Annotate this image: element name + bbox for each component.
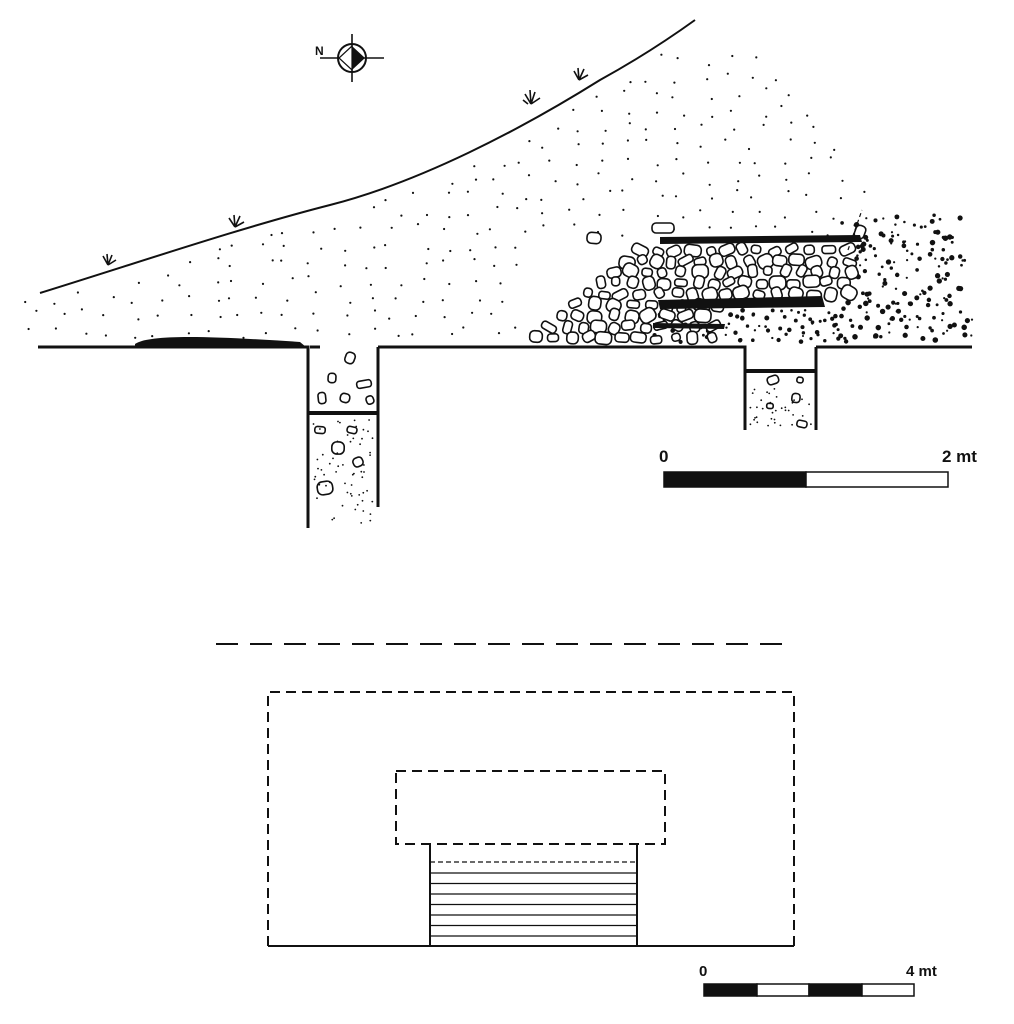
grass-tuft-icon xyxy=(102,253,117,266)
grass-tuft-icon xyxy=(228,214,245,228)
burnt-layer xyxy=(135,337,306,347)
slope-line xyxy=(39,19,696,294)
soil-stipple xyxy=(24,53,974,344)
wall-dashed-edge xyxy=(847,209,863,251)
timber-bands xyxy=(653,235,862,329)
grass-tufts xyxy=(102,67,589,266)
plan-outer-enclosure xyxy=(267,691,795,946)
plan-scale-bar xyxy=(703,983,915,997)
north-arrow-icon xyxy=(320,34,384,82)
plan-scale-end: 4 mt xyxy=(906,963,937,980)
plan-inner-room xyxy=(395,770,666,845)
stone-wall-collapse xyxy=(528,222,867,346)
grass-tuft-icon xyxy=(522,89,541,105)
north-label: N xyxy=(315,44,324,58)
plan-scale-start: 0 xyxy=(699,963,707,980)
section-drawing: N 0 2 mt xyxy=(24,19,977,528)
trench-steps xyxy=(430,872,637,937)
section-scale-bar xyxy=(663,471,949,488)
section-scale-start: 0 xyxy=(659,447,668,466)
ground-line xyxy=(38,345,972,528)
grass-tuft-icon xyxy=(573,67,589,81)
section-scale-end: 2 mt xyxy=(942,447,977,466)
pit-right-fill xyxy=(749,374,812,429)
plan-drawing xyxy=(216,643,795,947)
pit-left-fill xyxy=(312,351,375,524)
